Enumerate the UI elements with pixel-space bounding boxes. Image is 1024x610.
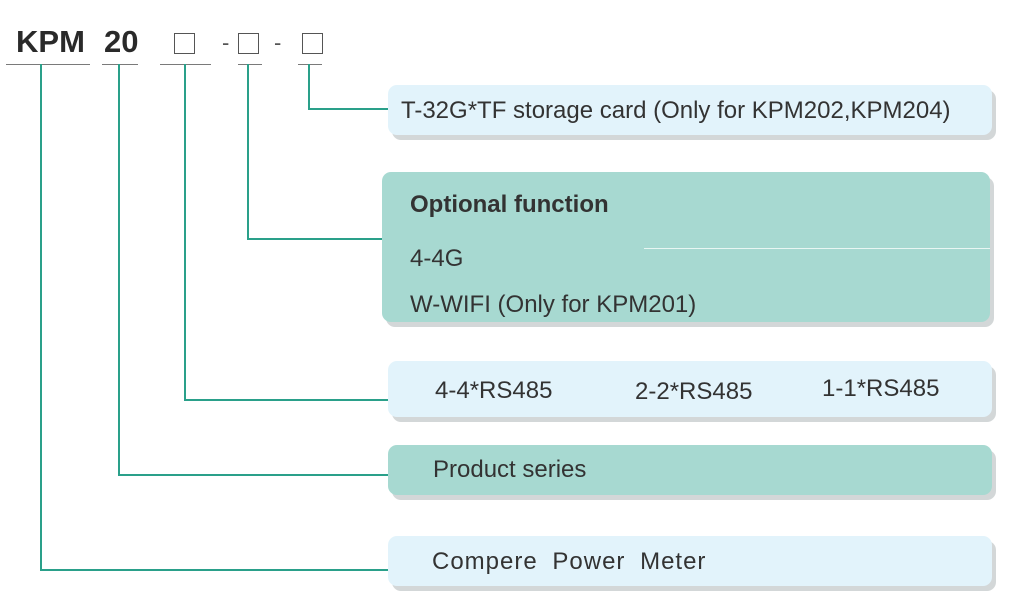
optional-item-wifi: W-WIFI (Only for KPM201) (410, 291, 697, 318)
storage-label: T-32G*TF storage card (Only for KPM202,K… (401, 97, 951, 124)
rs485-option-4: 4-4*RS485 (435, 377, 553, 404)
optional-function-box: Optional function 4-4G W-WIFI (Only for … (382, 172, 990, 322)
placeholder-box-interface (174, 33, 195, 54)
separator-1: - (222, 30, 230, 55)
separator-2: - (274, 30, 282, 55)
storage-box: T-32G*TF storage card (Only for KPM202,K… (388, 85, 992, 135)
rs485-box: 4-4*RS485 2-2*RS485 1-1*RS485 (388, 361, 992, 417)
underline-prefix (6, 64, 90, 65)
connector-rs485 (184, 64, 388, 401)
model-prefix: KPM (16, 24, 85, 59)
connector-compere (40, 64, 388, 571)
connector-series (118, 64, 388, 476)
connector-storage (308, 64, 388, 110)
product-series-box: Product series (388, 445, 992, 495)
connector-optional (247, 64, 388, 240)
divider-line (644, 248, 990, 249)
rs485-option-1: 1-1*RS485 (822, 375, 940, 402)
model-series: 20 (104, 24, 139, 59)
optional-item-4g: 4-4G (410, 245, 464, 272)
optional-function-title: Optional function (410, 191, 609, 218)
rs485-option-2: 2-2*RS485 (635, 378, 753, 405)
compere-label: Compere Power Meter (432, 548, 707, 575)
placeholder-box-storage (302, 33, 323, 54)
compere-box: Compere Power Meter (388, 536, 992, 586)
product-series-label: Product series (433, 456, 587, 483)
placeholder-box-function (238, 33, 259, 54)
underline-function (238, 64, 262, 65)
